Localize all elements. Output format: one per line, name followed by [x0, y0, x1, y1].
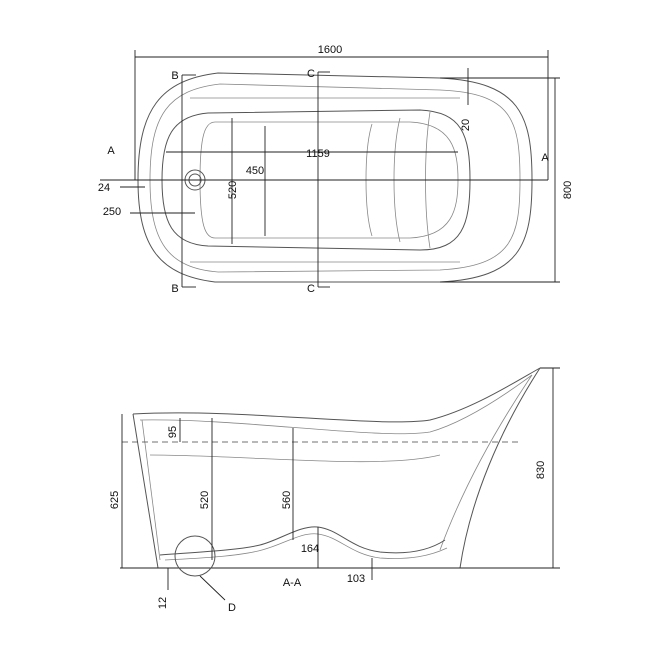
section-c-top-label: C — [307, 68, 315, 80]
dim-560-label: 560 — [281, 491, 293, 509]
detail-d-label: D — [228, 602, 236, 614]
dim-450-label: 450 — [246, 165, 264, 177]
section-c-bottom-label: C — [307, 283, 315, 295]
detail-d-leader — [199, 575, 226, 601]
section-b-top-label: B — [171, 70, 178, 82]
tub-outer-outline — [137, 72, 533, 283]
shell-outer-outline — [132, 367, 541, 569]
dim-625-label: 625 — [109, 491, 121, 509]
shell-inner-rim — [139, 374, 533, 435]
dim-12-label: 12 — [157, 597, 169, 609]
dim-250-label: 250 — [103, 206, 121, 218]
dim-24-label: 24 — [98, 182, 110, 194]
dim-830-label: 830 — [535, 461, 547, 479]
dim-800-label: 800 — [562, 181, 574, 199]
shell-top-rim — [132, 367, 541, 423]
side-view: D 830 625 95 520 560 164 103 12 A-A — [109, 367, 560, 614]
dim-95-label: 95 — [167, 426, 179, 438]
plan-view: 1600 800 20 1159 450 520 24 250 A A B B … — [98, 44, 574, 295]
section-a-left-label: A — [107, 145, 115, 157]
tub-rim-outline — [149, 83, 521, 273]
section-b-bottom-label: B — [171, 283, 178, 295]
section-a-right-label: A — [541, 152, 549, 164]
dim-1600-label: 1600 — [318, 44, 342, 56]
dim-520-plan-label: 520 — [227, 181, 239, 199]
dim-520-side-label: 520 — [199, 491, 211, 509]
basin-floor-wave — [159, 526, 446, 556]
basin-outline — [161, 109, 471, 251]
dim-164-label: 164 — [301, 543, 319, 555]
dim-103-label: 103 — [347, 573, 365, 585]
dim-1159-label: 1159 — [306, 148, 330, 160]
dim-20-label: 20 — [460, 119, 472, 131]
shell-mid-curve — [149, 454, 441, 463]
section-aa-label: A-A — [283, 577, 302, 589]
shell-inner-wall-left — [141, 419, 161, 561]
shell-inner-wall-right — [439, 374, 533, 551]
detail-d-circle — [174, 535, 216, 577]
basin-floor-outline — [199, 121, 459, 239]
